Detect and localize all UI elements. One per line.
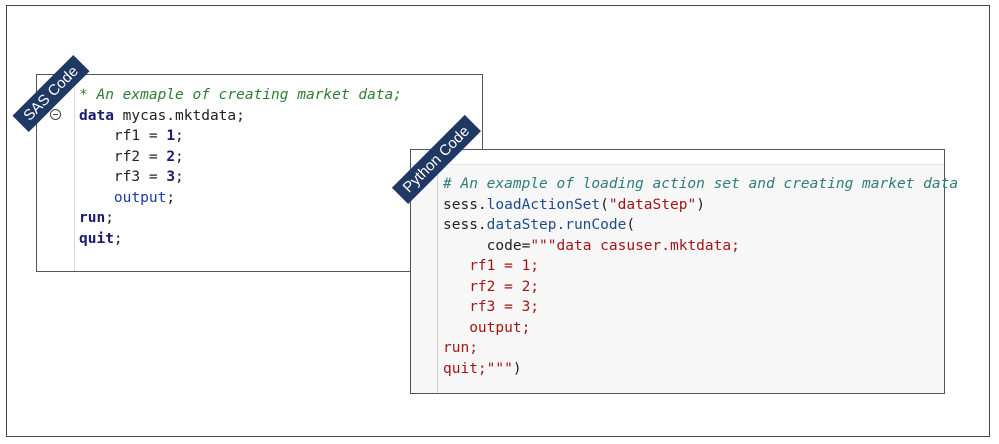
sas-code-block: * An exmaple of creating market data; da… bbox=[79, 85, 402, 249]
python-line9-string: quit;""" bbox=[443, 360, 513, 377]
python-line4: rf1 = 1; bbox=[443, 258, 540, 274]
sas-semicolon: ; bbox=[113, 230, 123, 247]
sas-rf1-label: rf1 = bbox=[79, 128, 167, 144]
python-line1-object: sess. bbox=[443, 196, 487, 213]
python-line3-string: """data casuser.mktdata; bbox=[530, 237, 740, 254]
sas-rf1-value: 1 bbox=[166, 128, 176, 144]
sas-rf3-label: rf3 = bbox=[79, 169, 167, 185]
sas-run-keyword: run bbox=[79, 210, 106, 226]
sas-dataset-name: mycas.mktdata; bbox=[113, 107, 245, 124]
sas-semicolon: ; bbox=[175, 148, 184, 165]
sas-semicolon: ; bbox=[175, 128, 184, 144]
sas-quit-keyword: quit bbox=[79, 230, 114, 247]
sas-comment: * An exmaple of creating market data; bbox=[79, 87, 403, 103]
python-line1-close: ) bbox=[696, 196, 705, 213]
python-line9-close: ) bbox=[512, 360, 522, 377]
sas-semicolon: ; bbox=[166, 189, 176, 206]
python-line2-function: dataStep.runCode bbox=[486, 217, 627, 233]
sas-gutter bbox=[37, 75, 75, 271]
sas-semicolon: ; bbox=[175, 169, 184, 185]
sas-data-keyword: data bbox=[79, 107, 114, 124]
python-line3-equals: = bbox=[521, 237, 531, 254]
python-panel-gutter-line bbox=[437, 164, 438, 393]
python-line1-argument: "dataStep" bbox=[608, 196, 697, 213]
sas-rf2-label: rf2 = bbox=[79, 148, 167, 165]
python-comment: # An example of loading action set and c… bbox=[443, 176, 959, 192]
python-code-panel: # An example of loading action set and c… bbox=[410, 149, 958, 394]
python-line1-function: loadActionSet bbox=[486, 196, 601, 213]
python-line7: output; bbox=[443, 319, 531, 336]
sas-rf2-value: 2 bbox=[166, 148, 176, 165]
python-panel-topbar bbox=[411, 150, 944, 165]
python-line8: run; bbox=[443, 340, 478, 356]
python-line5: rf2 = 2; bbox=[443, 278, 540, 295]
python-code-block: # An example of loading action set and c… bbox=[443, 176, 959, 377]
sas-rf3-value: 3 bbox=[166, 169, 176, 185]
sas-output-keyword: output bbox=[79, 189, 167, 206]
python-line2-object: sess. bbox=[443, 217, 487, 233]
python-line3-keyword: code bbox=[443, 237, 522, 254]
sas-semicolon: ; bbox=[105, 210, 114, 226]
sas-code-panel: * An exmaple of creating market data; da… bbox=[36, 74, 483, 272]
python-line2-open: ( bbox=[626, 217, 636, 233]
python-line6: rf3 = 3; bbox=[443, 299, 540, 315]
collapse-icon[interactable] bbox=[50, 109, 61, 120]
